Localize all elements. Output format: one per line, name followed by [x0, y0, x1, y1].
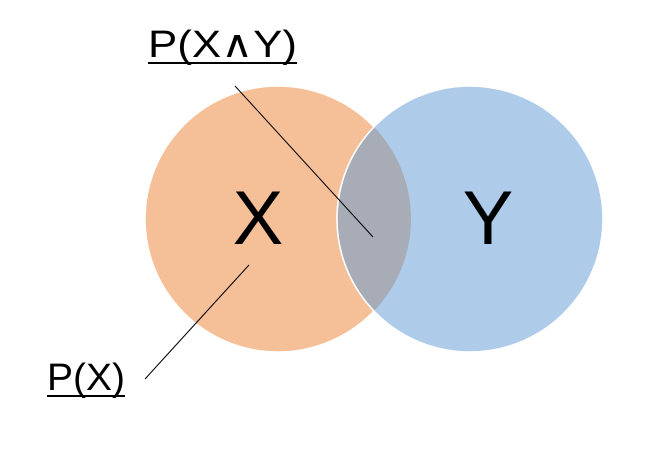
- set-x-leader-line: [144, 264, 250, 380]
- set-x-label: P(X): [47, 357, 125, 399]
- set-y-letter: Y: [463, 176, 514, 261]
- intersection-label: P(X∧Y): [148, 24, 297, 66]
- intersection-leader-line: [234, 85, 374, 238]
- set-x-letter: X: [233, 176, 284, 261]
